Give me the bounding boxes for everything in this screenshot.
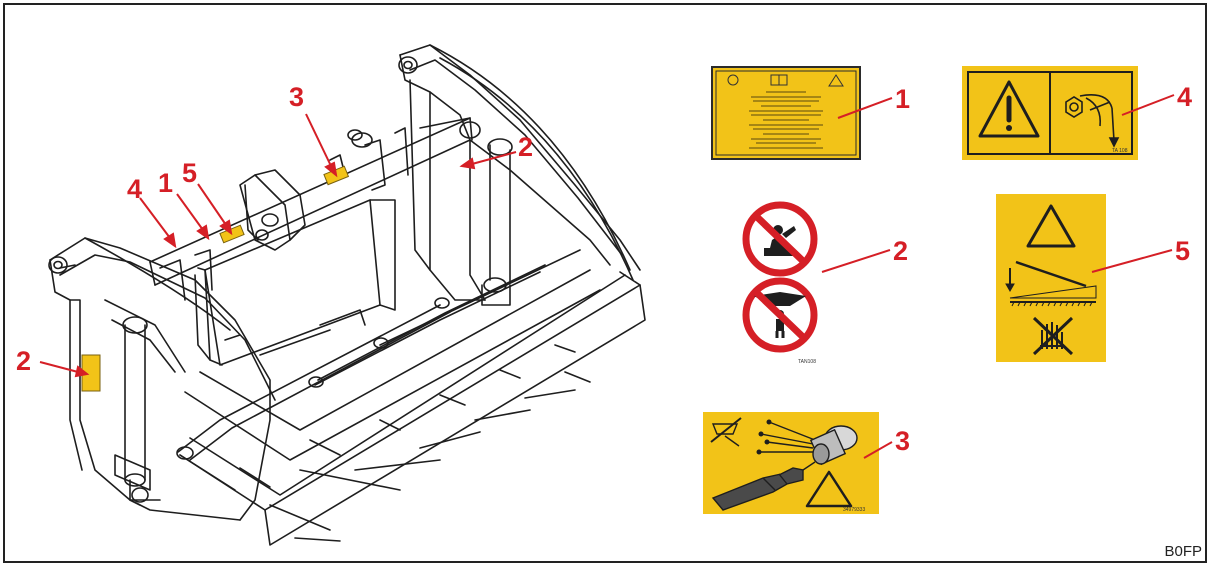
callout-machine-5: 5	[182, 158, 198, 188]
callout-decal-3: 3	[895, 426, 911, 456]
warning-triangle-icon	[1026, 204, 1076, 248]
falling-load-icon	[1005, 260, 1097, 307]
no-standing-under-icon	[742, 277, 818, 353]
decal-3-code: 34979333	[843, 507, 865, 513]
figure-code: B0FP	[1164, 543, 1202, 560]
fork-tubes	[176, 249, 581, 461]
decal-3-hydraulic-coupler: 34979333	[703, 412, 879, 514]
rotating-nut-icon	[1065, 94, 1120, 148]
front-guard	[84, 44, 634, 331]
callout-machine-4: 4	[127, 174, 143, 204]
callout-machine-3: 3	[289, 82, 305, 112]
no-riding-icon	[742, 201, 818, 277]
mount-plate	[194, 169, 396, 366]
callout-machine-2-left: 2	[16, 346, 32, 376]
warning-triangle-icon	[805, 470, 853, 508]
callout-machine-1: 1	[158, 168, 174, 198]
no-hands-icon	[1032, 316, 1074, 356]
callout-decal-4: 4	[1177, 82, 1193, 112]
decal-4-pinch-warning: TA 108	[962, 66, 1138, 160]
top-cross-beam	[149, 117, 473, 301]
bucket-floor	[179, 269, 646, 546]
decal-5-crush-warning	[996, 194, 1106, 362]
figure-frame	[3, 3, 1207, 563]
decal-2-code: TAN108	[798, 359, 816, 365]
callout-decal-2: 2	[893, 236, 909, 266]
callout-decal-5: 5	[1175, 236, 1191, 266]
left-cylinder	[114, 316, 151, 506]
decal-2-no-riding-no-standing: TAN108	[732, 196, 832, 366]
decal-1-safety-notice	[711, 66, 861, 160]
callout-decal-1: 1	[895, 84, 911, 114]
right-cylinder	[459, 121, 513, 306]
warning-triangle-icon	[978, 80, 1040, 138]
callout-machine-2-right: 2	[518, 132, 534, 162]
decal-4-code: TA 108	[1112, 148, 1128, 154]
no-tools-icon	[710, 417, 742, 447]
coupler-icon	[711, 421, 858, 511]
